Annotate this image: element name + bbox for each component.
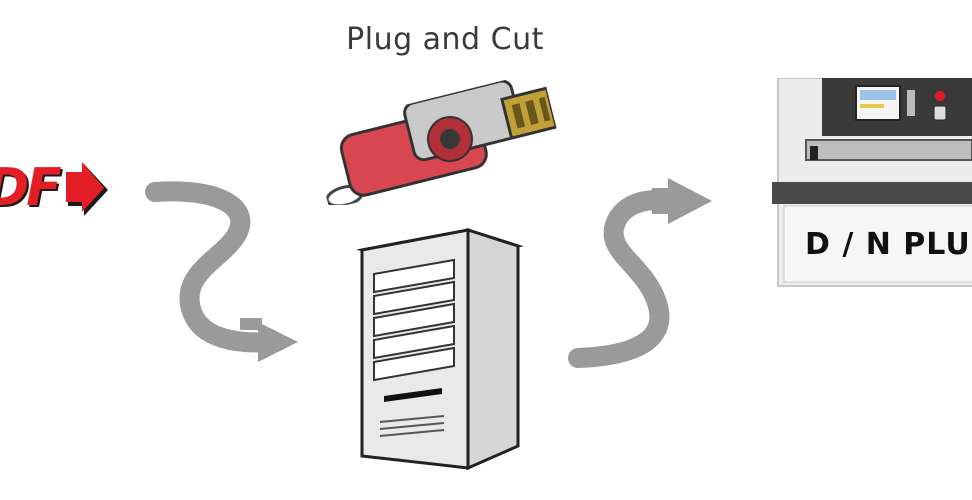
cutting-machine-label: D / N PLU: [805, 227, 971, 262]
arrow-head-left: [258, 322, 298, 362]
server-tower-icon: [356, 227, 524, 471]
arrow-server-to-machine: [568, 189, 690, 368]
arrow-pdf-to-server: [145, 181, 280, 353]
arrow-head-right: [668, 178, 712, 224]
pdf-logo-icon: DF: [0, 150, 110, 230]
cutting-machine-icon: [772, 78, 972, 287]
diagram-title: Plug and Cut: [346, 22, 544, 57]
usb-stick-icon: [325, 79, 559, 205]
pdf-logo-text: DF: [0, 158, 62, 218]
